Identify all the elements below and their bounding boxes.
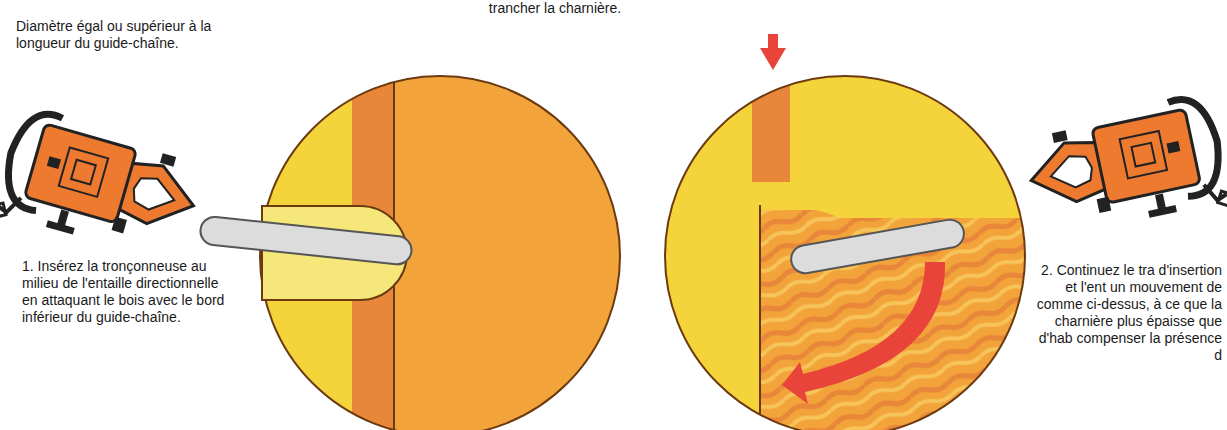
step-caption: 1. Insérez la tronçonneuse au milieu de … <box>22 258 234 326</box>
step-caption: 2. Continuez le tra d'insertion et l'ent… <box>1030 262 1222 364</box>
top-note: trancher la charnière. <box>455 0 655 17</box>
dimension-note: Diamètre égal ou supérieur à la longueur… <box>16 18 226 52</box>
